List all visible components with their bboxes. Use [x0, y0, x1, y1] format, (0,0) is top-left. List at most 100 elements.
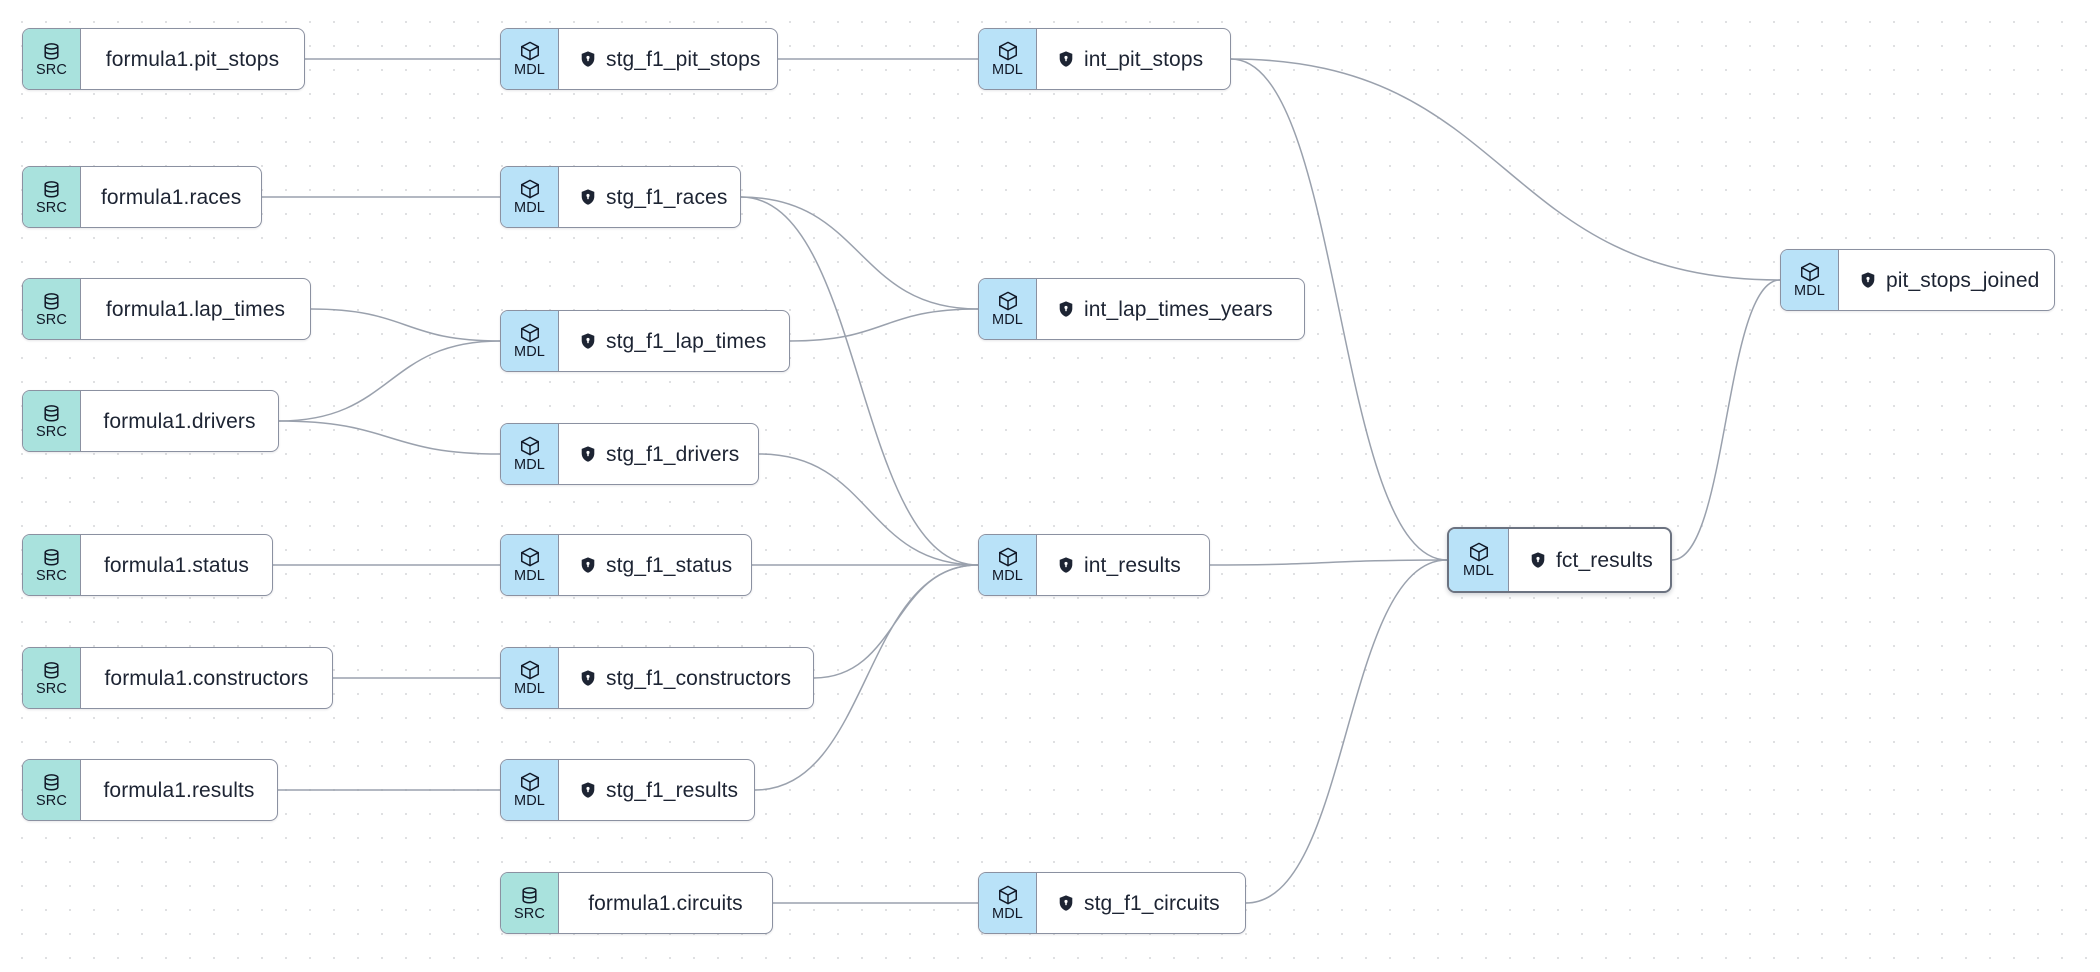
database-icon — [44, 773, 59, 791]
node-body: fct_results — [1509, 529, 1670, 591]
node-label: formula1.lap_times — [105, 297, 286, 321]
node-stg_results[interactable]: MDL stg_f1_results — [500, 759, 755, 821]
node-type-badge-src: SRC — [23, 279, 81, 339]
node-src_drivers[interactable]: SRC formula1.drivers — [22, 390, 279, 452]
node-type-badge-mdl: MDL — [979, 279, 1037, 339]
edge-int_pit_stops-to-pit_stops_joined — [1230, 58, 1781, 281]
database-icon — [44, 292, 59, 310]
node-label: int_lap_times_years — [1084, 297, 1273, 321]
node-stg_constructors[interactable]: MDL stg_f1_constructors — [500, 647, 814, 709]
edge-stg_circuits-to-fct_results — [1245, 559, 1448, 904]
shield-lock-icon — [581, 557, 595, 573]
node-body: int_lap_times_years — [1037, 279, 1304, 339]
node-body: stg_f1_lap_times — [559, 311, 789, 371]
node-body: stg_f1_circuits — [1037, 873, 1245, 933]
node-type-tag: MDL — [992, 568, 1023, 585]
shield-lock-icon — [581, 189, 595, 205]
shield-lock-icon — [1059, 301, 1073, 317]
node-label: stg_f1_circuits — [1084, 891, 1220, 915]
node-label: stg_f1_lap_times — [606, 329, 767, 353]
shield-lock-icon — [581, 333, 595, 349]
database-icon — [522, 886, 537, 904]
node-body: formula1.drivers — [81, 391, 278, 451]
database-icon — [44, 548, 59, 566]
node-type-badge-mdl: MDL — [501, 648, 559, 708]
node-type-badge-src: SRC — [23, 760, 81, 820]
shield-lock-icon — [581, 670, 595, 686]
node-type-tag: MDL — [514, 344, 545, 361]
edge-src_drivers-to-stg_lap_times — [278, 340, 501, 422]
node-label: fct_results — [1556, 548, 1653, 572]
node-body: stg_f1_drivers — [559, 424, 758, 484]
node-stg_races[interactable]: MDL stg_f1_races — [500, 166, 741, 228]
node-label: stg_f1_pit_stops — [606, 47, 761, 71]
shield-lock-icon — [581, 446, 595, 462]
node-type-badge-mdl: MDL — [979, 29, 1037, 89]
node-fct_results[interactable]: MDL fct_results — [1447, 527, 1672, 593]
node-type-tag: SRC — [36, 423, 67, 440]
cube-icon — [520, 436, 539, 456]
node-body: pit_stops_joined — [1839, 250, 2054, 310]
node-body: formula1.pit_stops — [81, 29, 304, 89]
node-type-tag: MDL — [992, 312, 1023, 329]
node-pit_stops_joined[interactable]: MDL pit_stops_joined — [1780, 249, 2055, 311]
edge-fct_results-to-pit_stops_joined — [1671, 279, 1781, 561]
node-type-badge-mdl: MDL — [501, 535, 559, 595]
node-body: stg_f1_races — [559, 167, 740, 227]
shield-lock-icon — [1531, 552, 1545, 568]
node-src_results[interactable]: SRC formula1.results — [22, 759, 278, 821]
node-body: int_pit_stops — [1037, 29, 1230, 89]
node-type-tag: SRC — [36, 311, 67, 328]
node-type-badge-mdl: MDL — [1781, 250, 1839, 310]
node-type-tag: MDL — [1794, 283, 1825, 300]
node-type-badge-src: SRC — [23, 648, 81, 708]
node-type-badge-mdl: MDL — [501, 29, 559, 89]
node-type-badge-mdl: MDL — [501, 424, 559, 484]
node-body: formula1.status — [81, 535, 272, 595]
node-body: formula1.circuits — [559, 873, 772, 933]
node-type-tag: MDL — [514, 200, 545, 217]
node-int_results[interactable]: MDL int_results — [978, 534, 1210, 596]
node-label: formula1.results — [103, 778, 255, 802]
edge-stg_constructors-to-int_results — [813, 564, 979, 679]
node-body: stg_f1_status — [559, 535, 751, 595]
node-type-tag: MDL — [514, 793, 545, 810]
database-icon — [44, 42, 59, 60]
node-type-badge-src: SRC — [23, 535, 81, 595]
node-body: formula1.lap_times — [81, 279, 310, 339]
cube-icon — [520, 547, 539, 567]
edge-int_results-to-fct_results — [1209, 559, 1448, 566]
node-body: stg_f1_pit_stops — [559, 29, 777, 89]
node-stg_circuits[interactable]: MDL stg_f1_circuits — [978, 872, 1246, 934]
cube-icon — [520, 323, 539, 343]
cube-icon — [1469, 542, 1488, 562]
cube-icon — [520, 772, 539, 792]
node-stg_lap_times[interactable]: MDL stg_f1_lap_times — [500, 310, 790, 372]
node-src_lap_times[interactable]: SRC formula1.lap_times — [22, 278, 311, 340]
node-body: formula1.constructors — [81, 648, 332, 708]
node-stg_status[interactable]: MDL stg_f1_status — [500, 534, 752, 596]
node-label: formula1.pit_stops — [105, 47, 280, 71]
node-int_lap_times_years[interactable]: MDL int_lap_times_years — [978, 278, 1305, 340]
node-type-badge-mdl: MDL — [501, 760, 559, 820]
shield-lock-icon — [1059, 557, 1073, 573]
node-type-tag: MDL — [992, 906, 1023, 923]
node-label: stg_f1_status — [606, 553, 733, 577]
database-icon — [44, 180, 59, 198]
node-label: stg_f1_results — [606, 778, 739, 802]
node-label: int_results — [1084, 553, 1181, 577]
node-label: stg_f1_constructors — [606, 666, 792, 690]
node-type-tag: SRC — [36, 792, 67, 809]
node-stg_pit_stops[interactable]: MDL stg_f1_pit_stops — [500, 28, 778, 90]
node-type-tag: MDL — [1463, 563, 1494, 580]
node-body: formula1.results — [81, 760, 277, 820]
